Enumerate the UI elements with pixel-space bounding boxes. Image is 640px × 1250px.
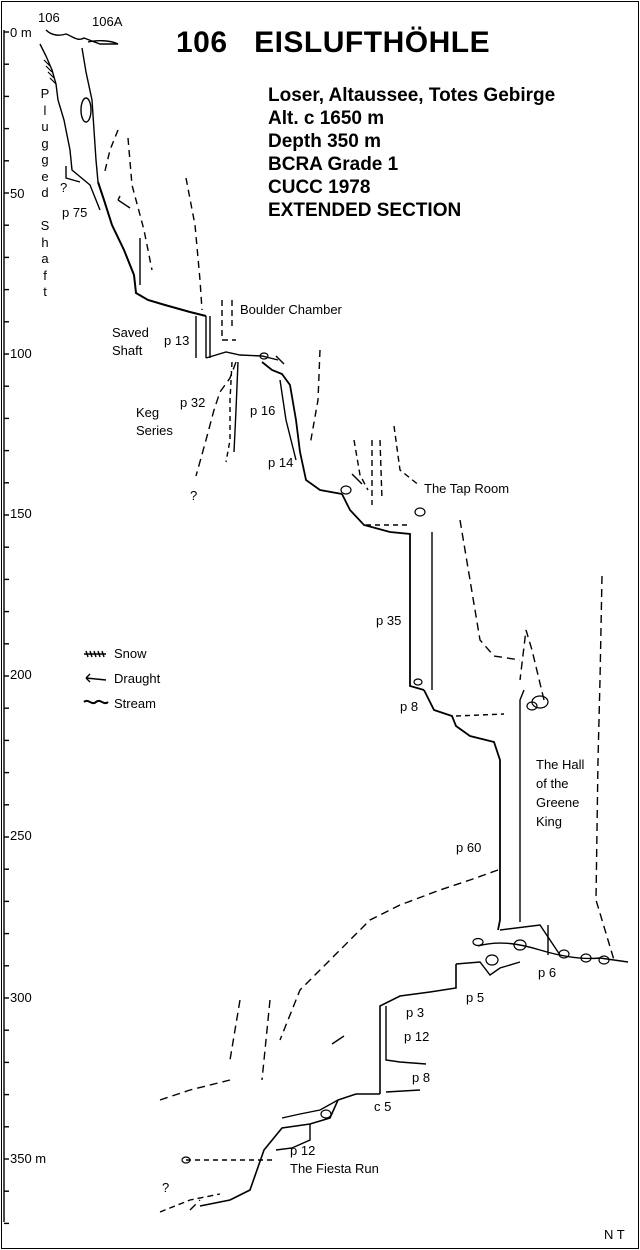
- legend-stream-label: Stream: [114, 696, 156, 711]
- boulders: [181, 352, 610, 1164]
- label-hall-4: King: [536, 814, 563, 829]
- boulder-floor: [477, 942, 629, 963]
- label-saved-1: Saved: [112, 325, 149, 340]
- draught-icon: [85, 673, 107, 683]
- p35-dashed-right: [459, 519, 521, 661]
- lower-dashed-walls: [159, 999, 271, 1211]
- snow-hatching: [43, 59, 57, 85]
- label-hall-2: of the: [536, 776, 569, 791]
- plugged-block: [80, 97, 92, 123]
- label-p35: p 35: [376, 613, 402, 628]
- depth-label-250: 250: [10, 828, 32, 843]
- meta-line-1: Loser, Altaussee, Totes Gebirge: [268, 85, 556, 106]
- p60-wall: [519, 689, 525, 922]
- depth-label-50: 50: [10, 186, 25, 201]
- p12-wall: [385, 1006, 427, 1065]
- label-keg-2: Series: [136, 423, 173, 438]
- tap-room-floor: [341, 493, 425, 691]
- p12-lower-wall: [275, 1124, 311, 1151]
- label-boulder-chamber: Boulder Chamber: [240, 302, 342, 317]
- label-saved-2: Shaft: [112, 343, 143, 358]
- draught-arrow-3: [351, 473, 363, 485]
- label-p12-lower: p 12: [290, 1143, 316, 1158]
- label-p16: p 16: [250, 403, 276, 418]
- label-p32: p 32: [180, 395, 206, 410]
- passage-floor-upper: [97, 181, 207, 317]
- p60-dashed-wall: [279, 869, 499, 1041]
- label-p6: p 6: [538, 965, 557, 980]
- label-p13: p 13: [164, 333, 190, 348]
- hall-floor: [499, 924, 561, 956]
- label-p75: p 75: [62, 205, 88, 220]
- lower-dashed-floor: [159, 1193, 221, 1213]
- snow-icon: [84, 650, 106, 658]
- boulder-chamber-dashed: [221, 300, 236, 341]
- depth-ticks: [4, 31, 9, 1225]
- stream-icon: [83, 699, 109, 705]
- depth-label-300: 300: [10, 990, 32, 1005]
- label-p5: p 5: [466, 990, 485, 1005]
- draught-arrow-1: [117, 195, 131, 209]
- draught-arrow-4: [331, 1035, 345, 1045]
- entrance-outline: [45, 29, 119, 45]
- label-hall-3: Greene: [536, 795, 580, 810]
- p16-p14-floor: [261, 361, 343, 495]
- author-credit: N T: [604, 1227, 625, 1242]
- label-hall-1: The Hall: [536, 757, 585, 772]
- c5-ledge: [385, 1089, 421, 1093]
- p8-p60-floor: [423, 689, 501, 931]
- saved-shaft: [195, 316, 211, 358]
- label-fiesta-run: The Fiesta Run: [290, 1161, 379, 1176]
- depth-label-100: 100: [10, 346, 32, 361]
- p5-p3-floor: [379, 964, 457, 1094]
- p16-wall: [279, 379, 297, 461]
- plugged-shaft-right-wall: [81, 47, 99, 183]
- label-tap-room: The Tap Room: [424, 481, 510, 496]
- upper-dashed-wall: [103, 129, 153, 271]
- hall-dashed-left: [519, 629, 545, 701]
- keg-series-inner: [225, 361, 233, 463]
- meta-line-4: BCRA Grade 1: [268, 154, 399, 175]
- p5-ledge: [455, 961, 521, 976]
- fiesta-run-floor: [199, 1093, 380, 1207]
- legend-draught-label: Draught: [114, 671, 161, 686]
- hall-dashed-right: [595, 575, 615, 961]
- depth-label-0: 0 m: [10, 25, 32, 40]
- label-p12-upper: p 12: [404, 1029, 430, 1044]
- meta-line-2: Alt. c 1650 m: [268, 108, 385, 129]
- meta-line-6: EXTENDED SECTION: [268, 200, 462, 221]
- entrance-106a-label: 106A: [92, 14, 123, 29]
- label-p14: p 14: [268, 455, 294, 470]
- depth-label-350: 350 m: [10, 1151, 47, 1166]
- label-question-upper: ?: [60, 180, 68, 195]
- dashed-wall-p14: [309, 349, 321, 446]
- depth-label-150: 150: [10, 506, 32, 521]
- page-title: 106 EISLUFTHÖHLE: [176, 26, 491, 59]
- label-p3: p 3: [406, 1005, 425, 1020]
- keg-shaft: [233, 361, 239, 453]
- side-passage: [65, 166, 81, 183]
- hall-ledge: [455, 713, 505, 717]
- draught-arrow-2: [275, 355, 285, 365]
- label-question-lower: ?: [162, 1180, 170, 1195]
- label-keg-1: Keg: [136, 405, 160, 420]
- label-question-keg: ?: [190, 488, 198, 503]
- label-p8-lower: p 8: [412, 1070, 431, 1085]
- tap-room-dashed: [353, 425, 421, 505]
- c5-wall: [281, 1099, 339, 1119]
- label-p60: p 60: [456, 840, 482, 855]
- entrance-106-label: 106: [38, 10, 60, 25]
- boulder-chamber-dashed-wall: [185, 177, 203, 311]
- plugged-shaft-left-wall: [39, 43, 101, 211]
- label-p8-upper: p 8: [400, 699, 419, 714]
- label-c5: c 5: [374, 1099, 392, 1114]
- depth-label-200: 200: [10, 667, 32, 682]
- meta-line-5: CUCC 1978: [268, 177, 371, 198]
- legend-snow-label: Snow: [114, 646, 147, 661]
- meta-line-3: Depth 350 m: [268, 131, 381, 152]
